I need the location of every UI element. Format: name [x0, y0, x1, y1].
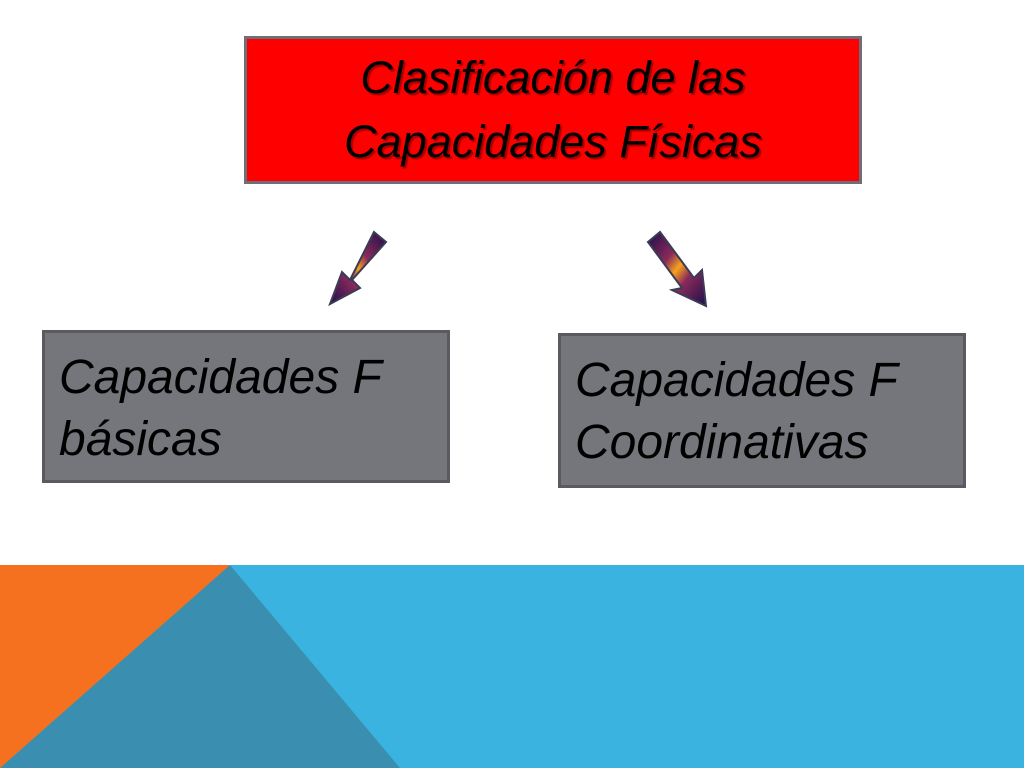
arrow-down-left-icon — [328, 230, 388, 307]
title-line-1: Clasificación de las — [360, 52, 746, 103]
title-line-2: Capacidades Físicas — [344, 116, 762, 167]
footer-decoration — [0, 565, 1024, 768]
coordinative-capacities-box: Capacidades F Coordinativas — [558, 333, 966, 488]
arrow-down-right-icon — [646, 230, 708, 308]
title-text: Clasificación de las Capacidades Físicas — [344, 46, 762, 174]
basic-capacities-line-1: Capacidades F — [59, 351, 382, 404]
basic-capacities-box: Capacidades F básicas — [42, 330, 450, 483]
footer-orange-triangle — [0, 565, 230, 768]
basic-capacities-line-2: básicas — [59, 413, 222, 466]
coordinative-capacities-line-2: Coordinativas — [575, 416, 869, 469]
coordinative-capacities-line-1: Capacidades F — [575, 354, 898, 407]
title-box: Clasificación de las Capacidades Físicas — [244, 36, 862, 184]
